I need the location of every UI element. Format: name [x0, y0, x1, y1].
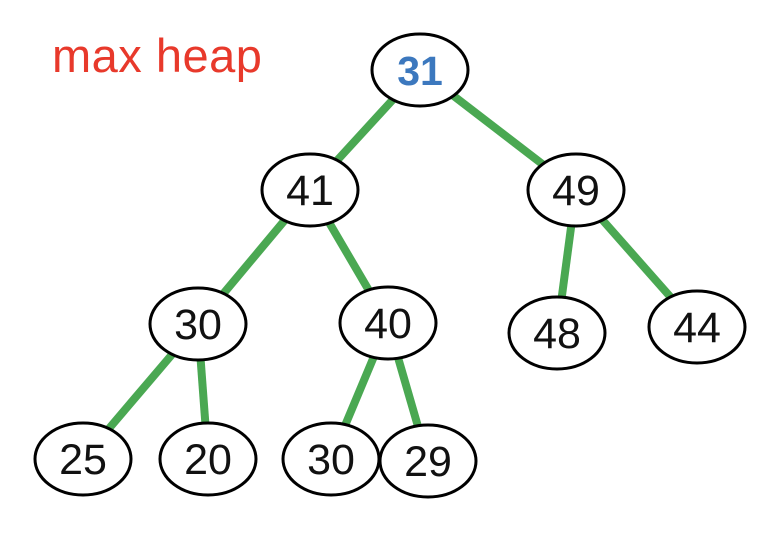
node-circle: [378, 423, 478, 499]
node-circle: [507, 295, 607, 371]
tree-node[interactable]: 49: [526, 152, 626, 228]
max-heap-label: max heap: [52, 29, 263, 82]
tree-edge: [196, 359, 210, 424]
tree-edge: [394, 357, 422, 427]
tree-edge: [451, 92, 545, 168]
node-value-label: 30: [174, 301, 222, 349]
tree-node[interactable]: 25: [33, 421, 133, 497]
tree-nodes-group: 31 41 49 30 40 48 44 25 20 30 29: [33, 32, 747, 499]
node-value-label: 44: [673, 304, 721, 352]
tree-edge: [105, 351, 176, 432]
tree-edge: [334, 96, 396, 164]
node-value-label: 41: [286, 167, 334, 215]
node-circle: [647, 289, 747, 365]
node-circle: [158, 421, 258, 497]
tree-node[interactable]: 44: [647, 289, 747, 365]
node-circle: [33, 421, 133, 497]
node-circle: [526, 152, 626, 228]
node-value-label: 49: [552, 167, 600, 215]
tree-node[interactable]: 41: [260, 152, 360, 228]
tree-node[interactable]: 40: [338, 285, 438, 361]
node-circle: [370, 32, 470, 108]
node-value-label: 20: [184, 436, 232, 484]
tree-edge: [599, 217, 674, 300]
tree-edge: [557, 225, 576, 298]
tree-edge: [341, 355, 378, 427]
tree-node[interactable]: 30: [281, 421, 381, 497]
node-circle: [260, 152, 360, 228]
node-value-label: 31: [397, 48, 443, 94]
tree-node[interactable]: 30: [148, 286, 248, 362]
tree-node[interactable]: 31: [370, 32, 470, 108]
tree-edge: [220, 217, 288, 297]
node-value-label: 48: [533, 310, 581, 358]
node-value-label: 40: [364, 300, 412, 348]
tree-node[interactable]: 20: [158, 421, 258, 497]
node-circle: [338, 285, 438, 361]
tree-edges-group: [105, 92, 674, 432]
node-value-label: 30: [307, 436, 355, 484]
tree-node[interactable]: 48: [507, 295, 607, 371]
node-value-label: 29: [404, 438, 452, 486]
node-value-label: 25: [59, 436, 107, 484]
tree-node[interactable]: 29: [378, 423, 478, 499]
node-circle: [148, 286, 248, 362]
tree-edge: [325, 220, 373, 293]
